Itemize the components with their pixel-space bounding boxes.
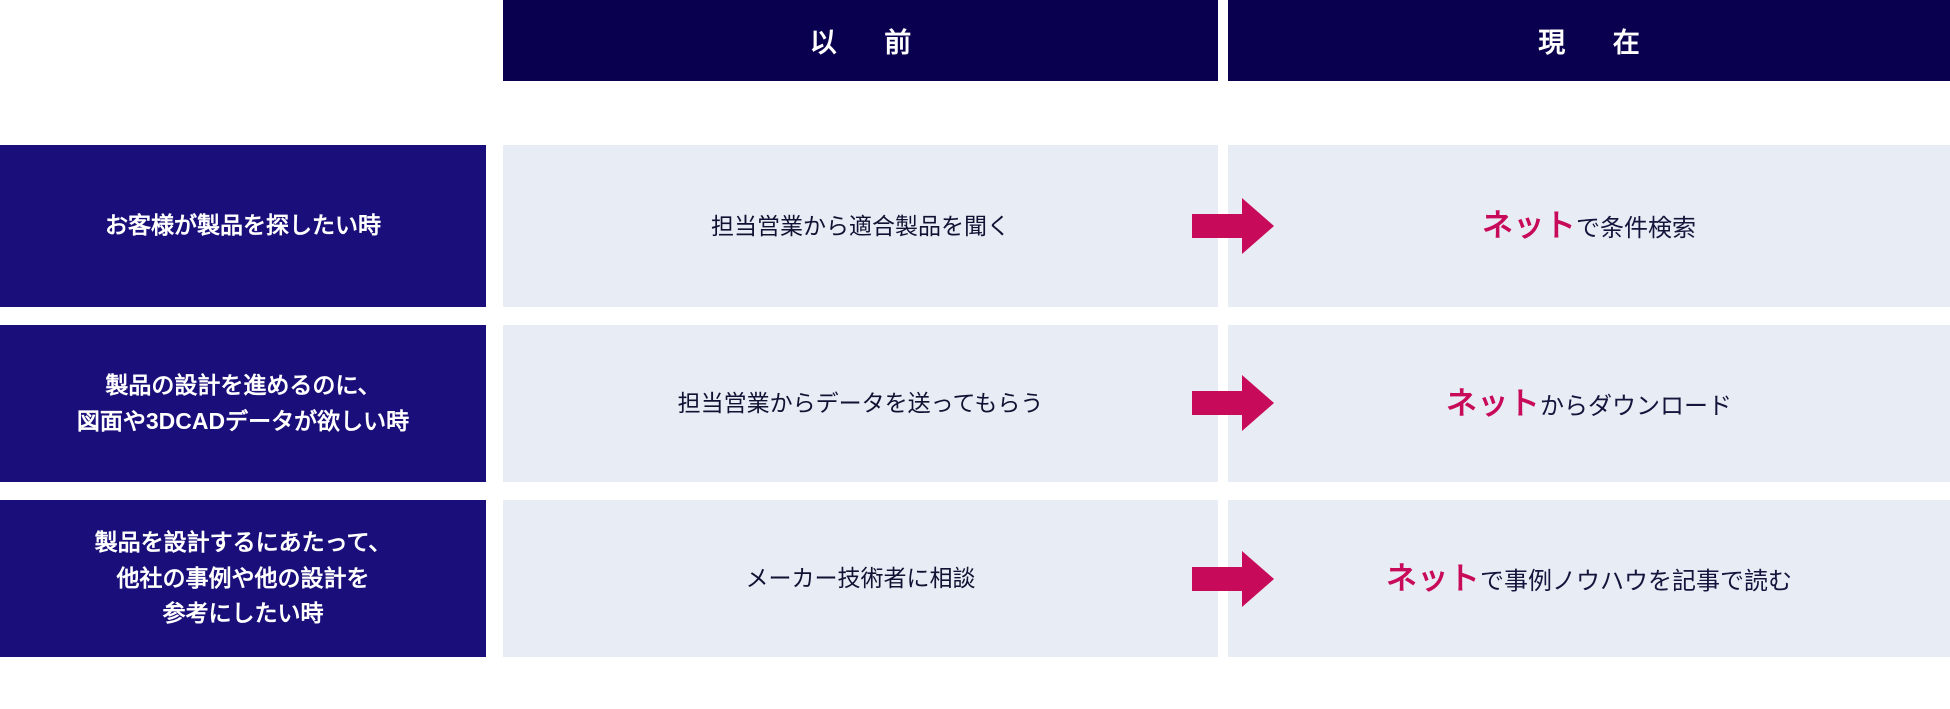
row-label-3-line-3: 参考にしたい時: [162, 600, 324, 627]
column-header-now-label: 現 在: [1538, 28, 1651, 58]
row-2-now-accent: ネット: [1446, 385, 1540, 421]
row-1-now-accent: ネット: [1482, 208, 1576, 244]
right-arrow-icon: [1192, 375, 1274, 431]
column-header-before-label: 以 前: [809, 28, 922, 58]
row-2-before-cell: 担当営業からデータを送ってもらう: [503, 325, 1218, 482]
row-3-now-text: ネットで事例ノウハウを記事で読む: [1386, 557, 1792, 600]
row-3-now-rest: で事例ノウハウを記事で読む: [1479, 567, 1792, 595]
row-2-now-text: ネットからダウンロード: [1446, 382, 1732, 425]
row-1-before-text: 担当営業から適合製品を聞く: [711, 212, 1010, 239]
row-2-now-cell: ネットからダウンロード: [1228, 325, 1950, 482]
row-label-3: 製品を設計するにあたって、 他社の事例や他の設計を 参考にしたい時: [0, 500, 486, 657]
row-label-3-line-2: 他社の事例や他の設計を: [116, 564, 370, 591]
row-label-1-line-1: お客様が製品を探したい時: [105, 212, 381, 239]
right-arrow-icon: [1192, 551, 1274, 607]
row-label-2: 製品の設計を進めるのに、 図面や3DCADデータが欲しい時: [0, 325, 486, 482]
right-arrow-icon: [1192, 198, 1274, 254]
row-label-1: お客様が製品を探したい時: [0, 145, 486, 307]
row-label-2-line-2: 図面や3DCADデータが欲しい時: [76, 407, 410, 434]
row-1-now-cell: ネットで条件検索: [1228, 145, 1950, 307]
row-label-3-line-1: 製品を設計するにあたって、: [94, 529, 392, 556]
row-3-now-accent: ネット: [1386, 560, 1480, 596]
column-header-now: 現 在: [1228, 0, 1950, 81]
row-label-2-line-1: 製品の設計を進めるのに、: [105, 371, 381, 398]
row-1-before-cell: 担当営業から適合製品を聞く: [503, 145, 1218, 307]
column-header-before: 以 前: [503, 0, 1218, 81]
row-2-before-text: 担当営業からデータを送ってもらう: [677, 390, 1044, 417]
row-3-before-text: メーカー技術者に相談: [745, 565, 976, 592]
row-3-now-cell: ネットで事例ノウハウを記事で読む: [1228, 500, 1950, 657]
row-1-now-rest: で条件検索: [1575, 215, 1696, 243]
row-3-before-cell: メーカー技術者に相談: [503, 500, 1218, 657]
row-2-now-rest: からダウンロード: [1539, 392, 1732, 420]
row-1-now-text: ネットで条件検索: [1482, 204, 1696, 247]
